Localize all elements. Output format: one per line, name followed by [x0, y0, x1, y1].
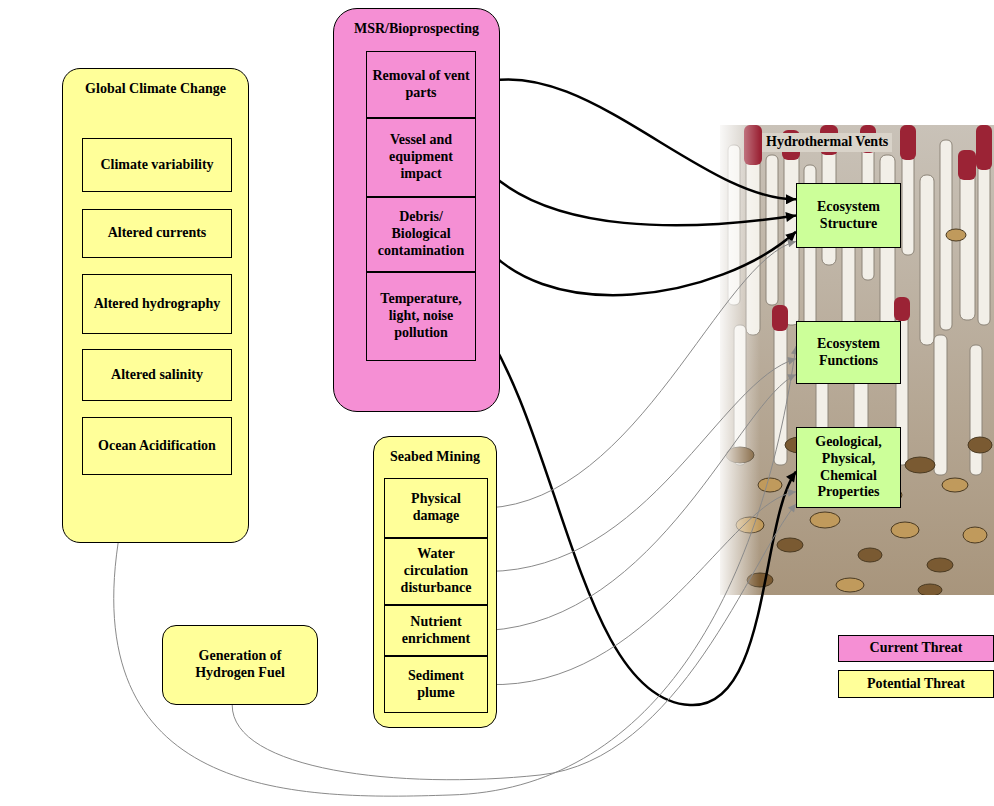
box-label: Temperature, light, noise pollution — [372, 291, 470, 341]
legend-label: Current Threat — [870, 640, 963, 657]
threat-box: Altered currents — [82, 209, 232, 258]
legend-label: Potential Threat — [867, 676, 965, 693]
threat-arrow — [488, 359, 796, 572]
threat-arrow — [476, 158, 796, 226]
threat-arrow — [488, 492, 796, 685]
threat-box: Climate variability — [82, 138, 232, 192]
box-label: Ocean Acidification — [98, 438, 216, 455]
threat-group: Global Climate ChangeClimate variability… — [62, 68, 249, 543]
threat-box: Removal of vent parts — [366, 51, 476, 118]
impact-box: Ecosystem Functions — [796, 321, 901, 384]
impact-box: Ecosystem Structure — [796, 183, 901, 248]
threat-group: MSR/BioprospectingRemoval of vent partsV… — [333, 8, 500, 412]
impact-box: Geological, Physical, Chemical Propertie… — [796, 427, 901, 508]
threat-arrow — [476, 317, 796, 706]
threat-arrow — [476, 79, 796, 199]
box-label: Geological, Physical, Chemical Propertie… — [802, 434, 895, 501]
group-heading: Seabed Mining — [374, 437, 496, 466]
vent-region: Hydrothermal VentsEcosystem StructureEco… — [720, 125, 994, 595]
threat-box: Nutrient enrichment — [384, 605, 488, 656]
box-label: Altered hydrography — [94, 296, 221, 313]
threat-box: Altered hydrography — [82, 274, 232, 334]
threat-box: Vessel and equipment impact — [366, 118, 476, 197]
threat-box: Sediment plume — [384, 656, 488, 713]
threat-box: Debris/ Biological contamination — [366, 197, 476, 272]
group-heading: MSR/Bioprospecting — [334, 9, 499, 38]
threat-box: Temperature, light, noise pollution — [366, 272, 476, 361]
threat-arrow — [476, 232, 796, 295]
box-label: Sediment plume — [390, 668, 482, 702]
group-heading: Hydrothermal Vents — [762, 133, 892, 152]
box-label: Water circulation disturbance — [390, 546, 482, 596]
threat-box: Water circulation disturbance — [384, 538, 488, 605]
threat-box: Physical damage — [384, 478, 488, 538]
threat-box: Ocean Acidification — [82, 417, 232, 475]
box-label: Vessel and equipment impact — [372, 132, 470, 182]
box-label: Removal of vent parts — [372, 68, 470, 102]
threat-arrow — [488, 242, 796, 509]
threat-group: Seabed MiningPhysical damageWater circul… — [373, 436, 497, 728]
box-label: Debris/ Biological contamination — [372, 209, 470, 259]
box-label: Ecosystem Functions — [802, 336, 895, 370]
box-label: Altered currents — [108, 225, 207, 242]
box-label: Generation of Hydrogen Fuel — [168, 648, 312, 682]
box-label: Altered salinity — [111, 367, 203, 384]
threat-box: Generation of Hydrogen Fuel — [162, 625, 318, 705]
threat-box: Altered salinity — [82, 349, 232, 401]
box-label: Physical damage — [390, 491, 482, 525]
box-label: Nutrient enrichment — [390, 614, 482, 648]
threat-arrow — [488, 375, 796, 631]
legend-swatch: Potential Threat — [838, 670, 994, 698]
group-heading: Global Climate Change — [63, 69, 248, 98]
box-label: Climate variability — [100, 157, 213, 174]
legend-swatch: Current Threat — [838, 635, 994, 662]
box-label: Ecosystem Structure — [802, 199, 895, 233]
